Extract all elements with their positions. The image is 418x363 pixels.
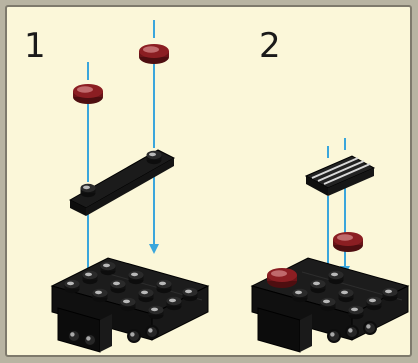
step-1-red-round-tile-left: [73, 84, 103, 104]
step-1-black-brick: [51, 257, 209, 353]
step-1-red-round-tile-right: [139, 44, 169, 64]
step-2-red-round-tile-left: [267, 268, 297, 288]
step-1-number: 1: [24, 26, 46, 66]
step-2-number: 2: [259, 26, 281, 66]
step-2-grille-tile: [304, 155, 376, 196]
step-2-red-round-tile-right: [333, 232, 363, 252]
step-1-black-plate: [68, 149, 176, 216]
